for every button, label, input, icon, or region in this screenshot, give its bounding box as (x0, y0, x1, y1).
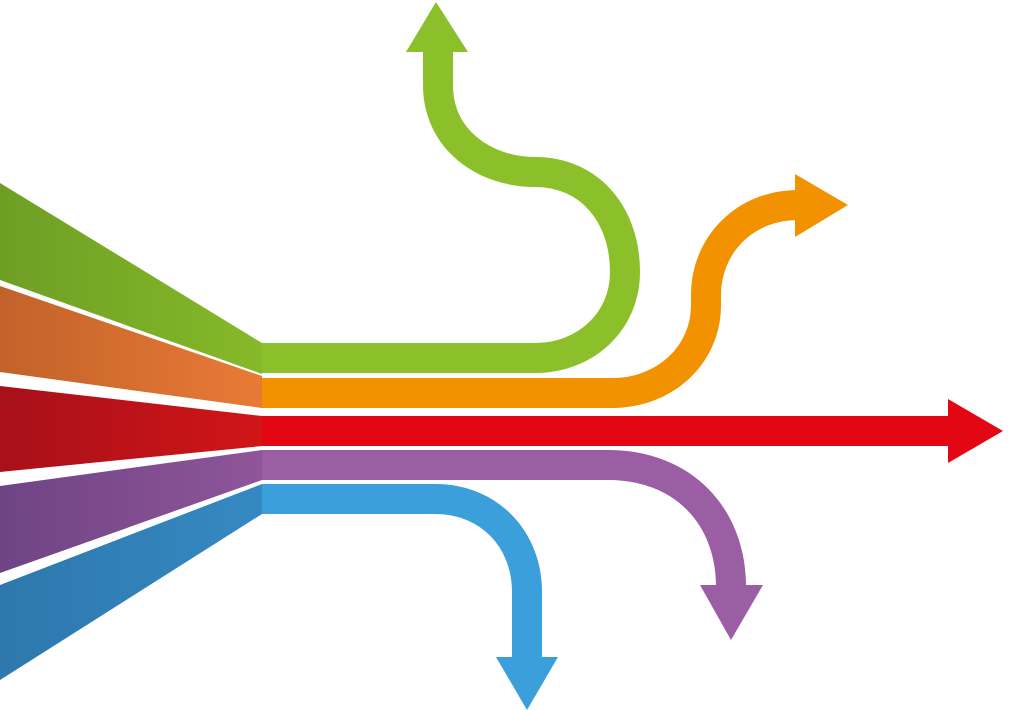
blue-arrow (262, 484, 558, 710)
red-arrowhead (948, 399, 1003, 463)
purple-arrow (262, 450, 763, 640)
orange-arrowhead (795, 174, 848, 237)
purple-arrowhead (700, 585, 763, 640)
perspective-bands (0, 183, 262, 680)
green-arrow-shaft (262, 50, 640, 373)
red-arrow (262, 399, 1003, 463)
red-band (0, 386, 262, 472)
purple-arrow-shaft (262, 450, 746, 588)
green-arrow (262, 2, 640, 373)
orange-band (0, 286, 262, 408)
purple-band (0, 450, 262, 573)
orange-arrow-shaft (262, 190, 813, 408)
green-arrowhead (406, 2, 468, 52)
blue-band (0, 484, 262, 680)
green-band (0, 183, 262, 374)
blue-arrow-shaft (262, 484, 542, 660)
blue-arrowhead (496, 657, 558, 710)
orange-arrow (262, 174, 848, 408)
